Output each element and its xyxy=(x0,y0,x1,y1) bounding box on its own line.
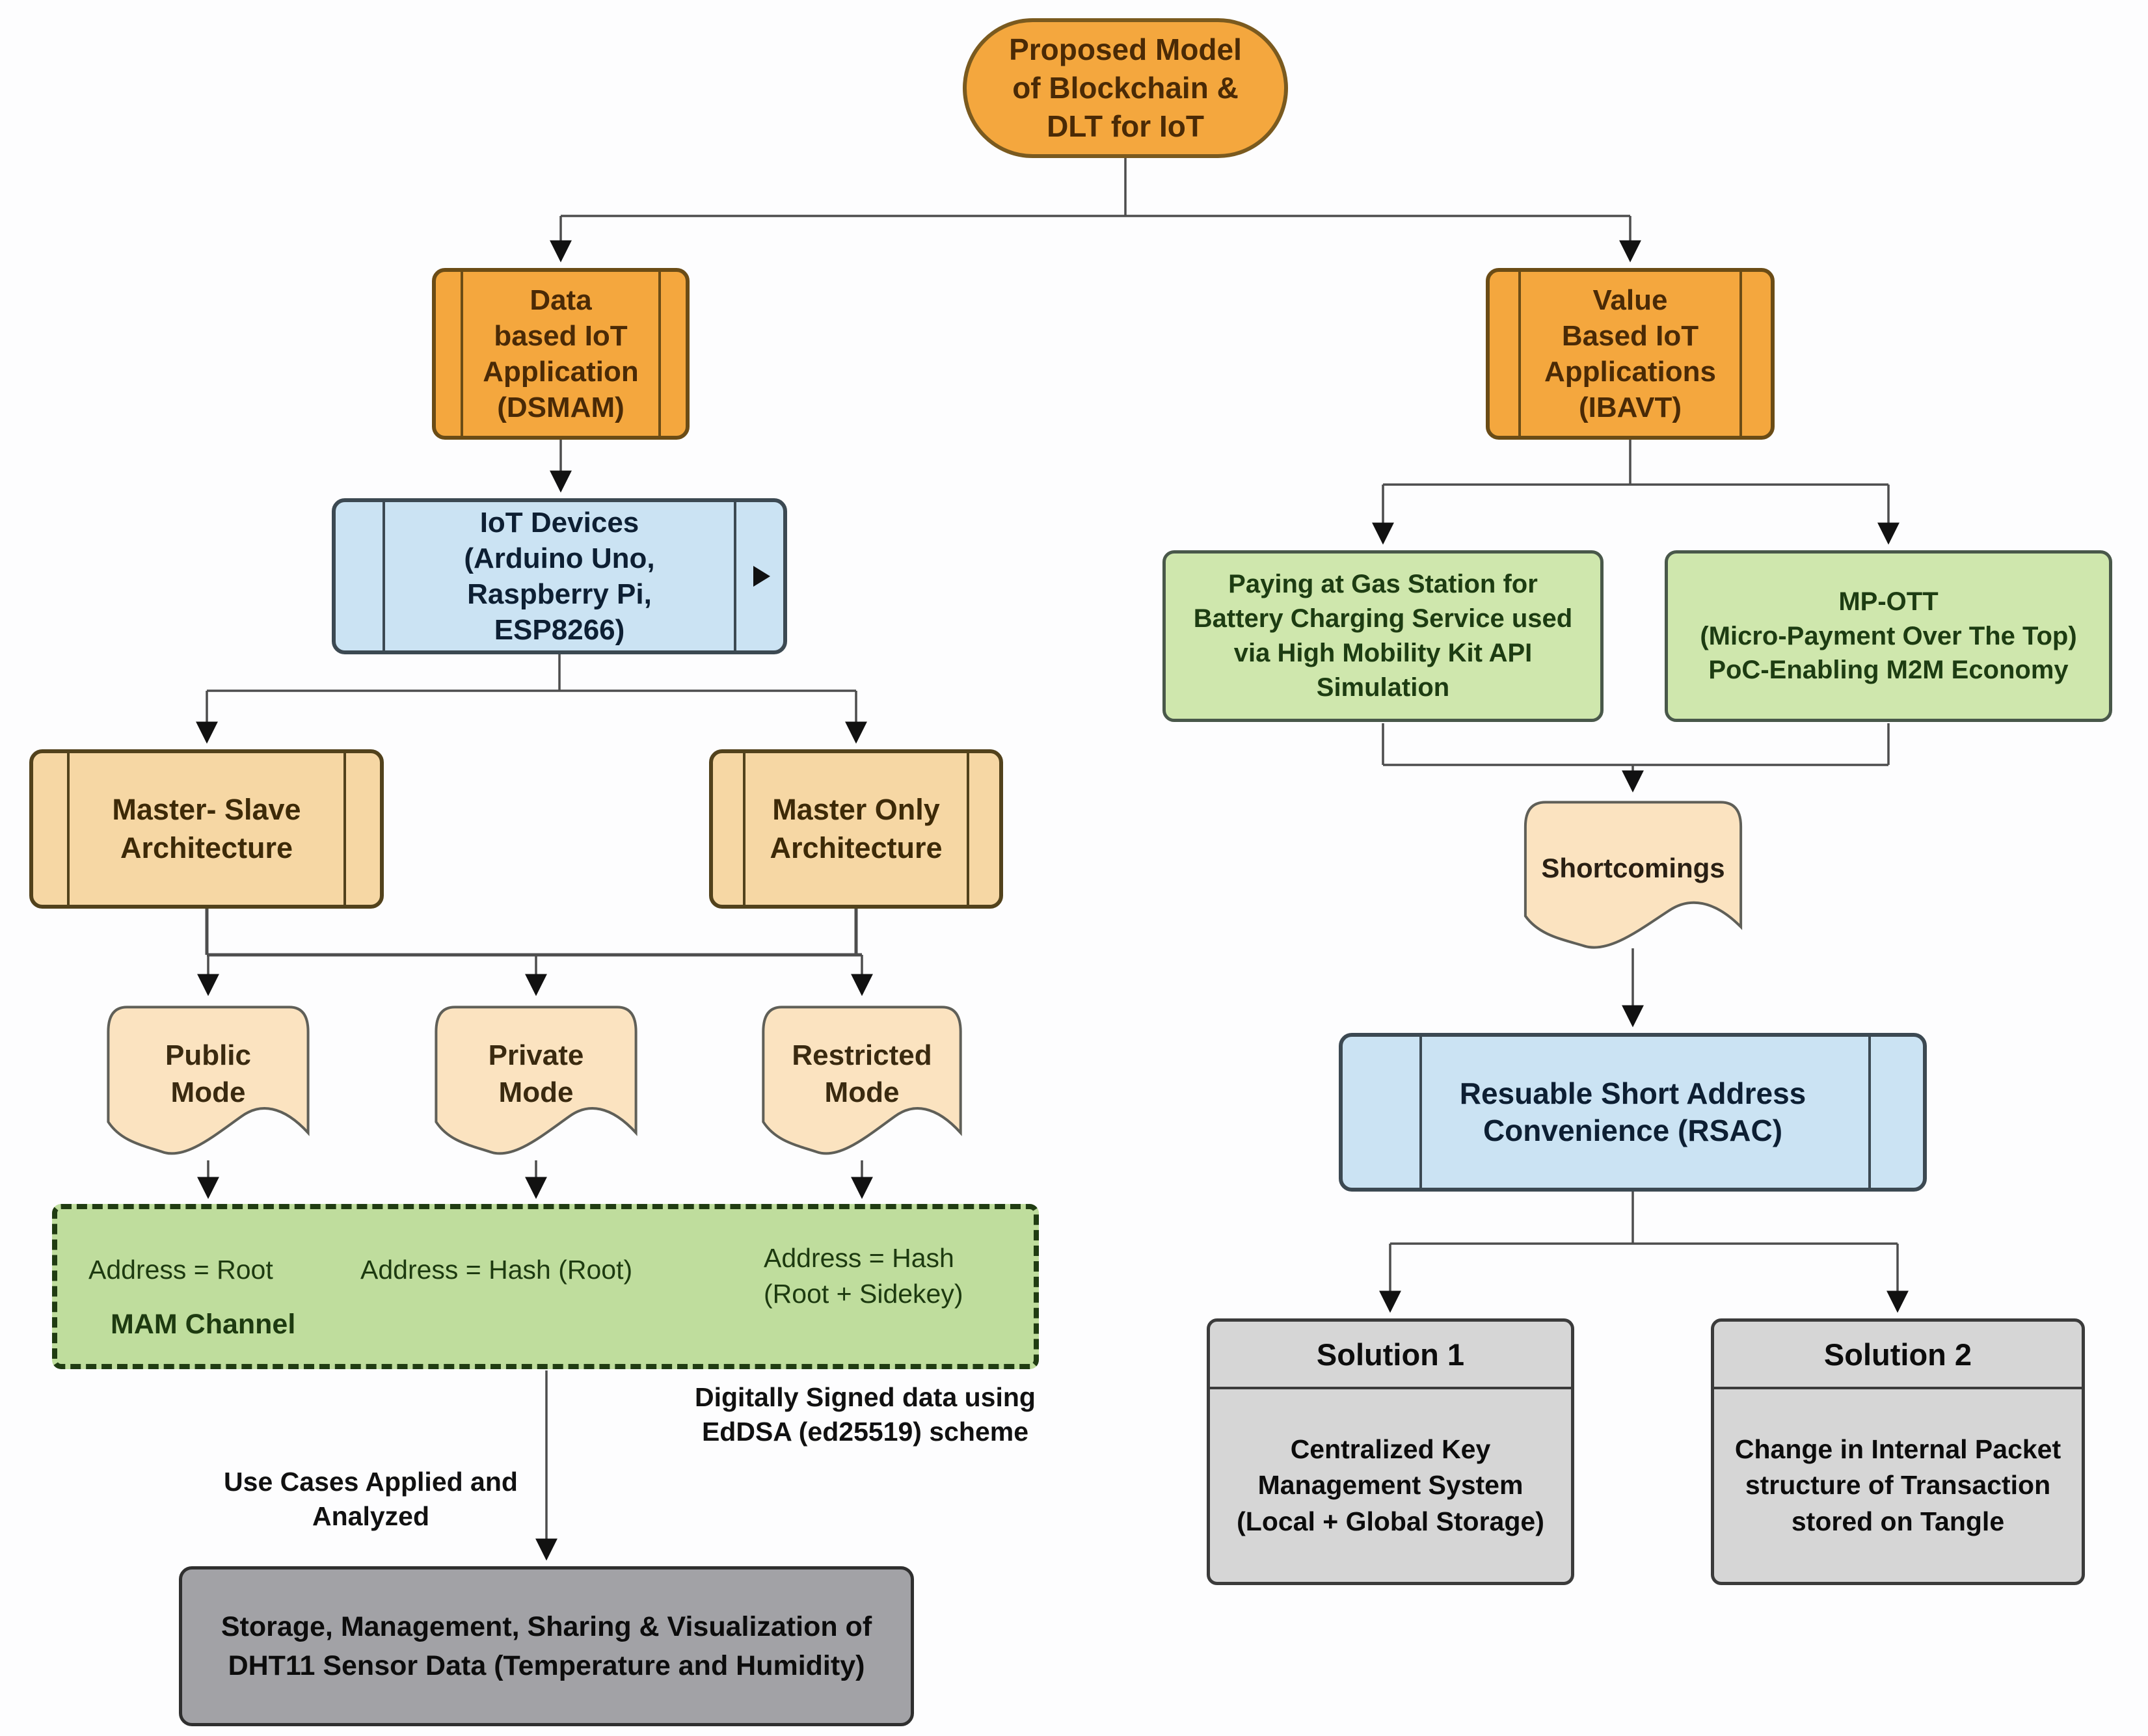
mam-address-public: Address = Root xyxy=(88,1255,273,1285)
node-label: MP-OTT (Micro-Payment Over The Top) PoC-… xyxy=(1700,587,2077,685)
process-stripe-right xyxy=(658,272,661,436)
node-label: Master- Slave Architecture xyxy=(112,793,301,864)
mam-address-restricted: Address = Hash (Root + Sidekey) xyxy=(764,1243,963,1309)
node-storage: Storage, Management, Sharing & Visualiza… xyxy=(179,1566,914,1726)
node-public-mode: Public Mode xyxy=(104,1002,312,1166)
node-master-only: Master Only Architecture xyxy=(709,749,1003,909)
node-private-mode: Private Mode xyxy=(432,1002,640,1166)
node-mp-ott: MP-OTT (Micro-Payment Over The Top) PoC-… xyxy=(1665,550,2112,722)
edge-iot-split xyxy=(207,654,856,692)
process-stripe-right xyxy=(1868,1037,1871,1188)
process-stripe-right xyxy=(343,753,346,905)
process-stripe-left xyxy=(67,753,70,905)
note-text: Use Cases Applied and Analyzed xyxy=(224,1466,518,1531)
process-stripe-left xyxy=(383,502,385,650)
process-stripe-right xyxy=(1739,272,1742,436)
process-stripe-left xyxy=(461,272,463,436)
node-label: IoT Devices (Arduino Uno, Raspberry Pi, … xyxy=(464,507,655,646)
edge-root-branch xyxy=(561,158,1630,217)
node-label: Shortcomings xyxy=(1541,852,1725,883)
node-mam-channel: Address = Root Address = Hash (Root) Add… xyxy=(52,1204,1039,1369)
node-shortcomings: Shortcomings xyxy=(1521,797,1745,959)
node-label: Restricted Mode xyxy=(792,1039,932,1108)
node-restricted-mode: Restricted Mode xyxy=(759,1002,965,1166)
node-solution2: Solution 2 Change in Internal Packet str… xyxy=(1711,1318,2085,1585)
node-label: Private Mode xyxy=(488,1039,584,1108)
node-ibavt: Value Based IoT Applications (IBAVT) xyxy=(1486,268,1775,440)
process-stripe-left xyxy=(743,753,745,905)
document-shape xyxy=(432,1002,640,1166)
process-stripe-left xyxy=(1419,1037,1422,1188)
process-stripe-right xyxy=(967,753,969,905)
edge-ibavt-split xyxy=(1383,440,1888,486)
node-label: Value Based IoT Applications (IBAVT) xyxy=(1544,284,1717,423)
node-label: Master Only Architecture xyxy=(770,793,943,864)
solution1-body: Centralized Key Management System (Local… xyxy=(1237,1434,1544,1536)
node-iot-devices: IoT Devices (Arduino Uno, Raspberry Pi, … xyxy=(332,498,787,654)
note-text: Digitally Signed data using EdDSA (ed255… xyxy=(695,1382,1036,1447)
edge-masters-bus xyxy=(205,909,862,957)
edge-rsac-split xyxy=(1390,1192,1898,1245)
node-label: Data based IoT Application (DSMAM) xyxy=(483,284,639,423)
node-master-slave: Master- Slave Architecture xyxy=(29,749,384,909)
solution2-header: Solution 2 xyxy=(1714,1322,2082,1389)
node-label: Resuable Short Address Convenience (RSAC… xyxy=(1459,1076,1806,1148)
node-solution1: Solution 1 Centralized Key Management Sy… xyxy=(1207,1318,1574,1585)
node-label: Paying at Gas Station for Battery Chargi… xyxy=(1193,570,1573,702)
edge-green-merge xyxy=(1382,723,1890,766)
node-dsmam: Data based IoT Application (DSMAM) xyxy=(432,268,690,440)
node-label: Proposed Model of Blockchain & DLT for I… xyxy=(1009,33,1242,143)
document-shape xyxy=(759,1002,965,1166)
mam-channel-label: MAM Channel xyxy=(111,1309,296,1340)
node-label: Storage, Management, Sharing & Visualiza… xyxy=(221,1610,872,1681)
process-stripe-right xyxy=(734,502,736,650)
right-arrow-icon xyxy=(753,566,770,587)
use-cases-note: Use Cases Applied and Analyzed xyxy=(208,1460,533,1538)
node-gas-station: Paying at Gas Station for Battery Chargi… xyxy=(1162,550,1604,722)
solution2-body: Change in Internal Packet structure of T… xyxy=(1734,1434,2061,1536)
process-stripe-left xyxy=(1518,272,1521,436)
document-shape xyxy=(104,1002,312,1166)
mam-address-private: Address = Hash (Root) xyxy=(360,1255,633,1285)
node-proposed-model: Proposed Model of Blockchain & DLT for I… xyxy=(963,18,1288,158)
document-shape xyxy=(1521,797,1745,959)
solution1-header: Solution 1 xyxy=(1210,1322,1571,1389)
signed-data-note: Digitally Signed data using EdDSA (ed255… xyxy=(677,1376,1054,1454)
node-rsac: Resuable Short Address Convenience (RSAC… xyxy=(1339,1033,1927,1192)
node-label: Public Mode xyxy=(165,1039,252,1108)
